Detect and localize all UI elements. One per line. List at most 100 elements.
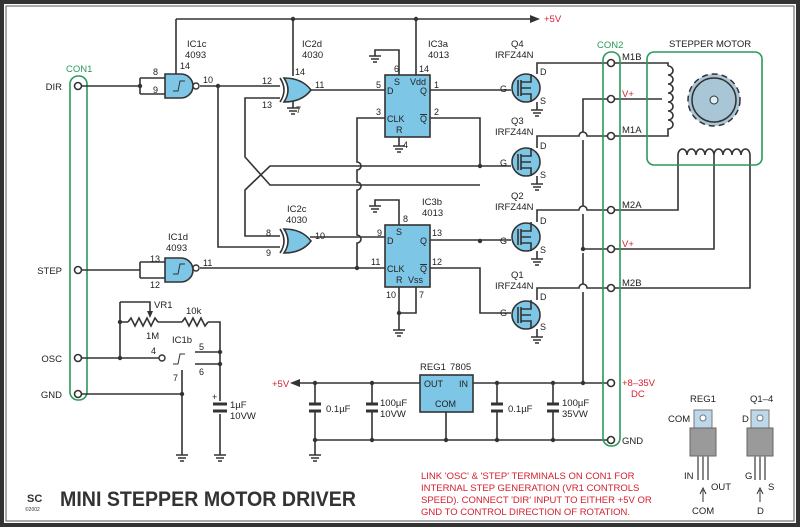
q4-part: IRFZ44N <box>495 50 534 61</box>
note-line: INTERNAL STEP GENERATION (VR1 CONTROLS <box>421 483 639 494</box>
pin-q: Q <box>420 236 427 246</box>
q2-part: IRFZ44N <box>495 202 534 213</box>
pin-label: COM <box>692 506 714 517</box>
package-label: REG1 <box>690 394 716 405</box>
reg-5v-label: +5V <box>272 379 290 390</box>
terminal-vplus-2[interactable] <box>606 244 616 254</box>
pin-label: 3 <box>376 107 381 117</box>
con2-label: CON2 <box>597 40 623 51</box>
terminal-m2a[interactable] <box>606 205 616 215</box>
ground-icon <box>531 258 543 266</box>
terminal-m1a[interactable] <box>606 131 616 141</box>
cap-value: 0.1µF <box>508 404 533 415</box>
ic1c-gate: IC1c 4093 8 9 14 10 <box>153 39 213 99</box>
pin-label: 11 <box>203 258 212 268</box>
pin-label: 6 <box>394 64 399 74</box>
pin-r: R <box>396 275 403 285</box>
pin-label: 10 <box>203 75 213 85</box>
regulator-reg1: REG1 7805 OUT IN COM +5V <box>272 362 474 413</box>
schmitt-icon <box>173 353 185 365</box>
m2b-label: M2B <box>622 278 642 289</box>
reg-name: REG1 <box>420 362 446 373</box>
logo-year: ©2002 <box>25 506 40 513</box>
pin-label: 14 <box>180 61 190 71</box>
wires <box>82 19 751 455</box>
gate-label: G <box>500 308 507 318</box>
pin-label: 12 <box>432 257 442 267</box>
ic2d-part: 4030 <box>302 50 323 61</box>
ground-icon <box>531 183 543 191</box>
terminal-gnd[interactable] <box>73 389 83 399</box>
terminal-dir[interactable] <box>73 81 83 91</box>
m2a-label: M2A <box>622 200 642 211</box>
ic1d-gate: IC1d 4093 13 12 11 <box>150 232 212 290</box>
pin-label: 11 <box>315 80 324 90</box>
usage-note: LINK 'OSC' & 'STEP' TERMINALS ON CON1 FO… <box>421 471 652 518</box>
source-label: S <box>540 245 546 255</box>
pin-label: 14 <box>295 67 305 77</box>
q1-name: Q1 <box>511 270 524 281</box>
logo-text: SC <box>27 493 42 505</box>
terminal-step[interactable] <box>73 265 83 275</box>
ground-icon <box>393 329 405 337</box>
terminal-gnd-2[interactable] <box>606 435 616 445</box>
pin-label: 4 <box>151 346 156 356</box>
drain-label: D <box>540 292 547 302</box>
reg1-package: REG1 COM IN OUT COM <box>668 394 731 517</box>
pin-label: 9 <box>153 85 158 95</box>
pin-label: 12 <box>150 280 160 290</box>
ic1c-part: 4093 <box>185 50 206 61</box>
ic3b-name: IC3b <box>422 197 442 208</box>
pin-label: S <box>768 482 774 493</box>
pin-label: G <box>745 471 752 482</box>
pin-label: 1 <box>434 80 439 90</box>
top-5v-label: +5V <box>544 14 562 25</box>
resistor-label: 10k <box>186 306 202 317</box>
reg-out: OUT <box>424 379 444 389</box>
vplus-label: V+ <box>622 89 634 100</box>
pin-label: 6 <box>199 367 204 377</box>
terminal-m1b[interactable] <box>606 58 616 68</box>
ground-icon <box>369 55 381 63</box>
pin-label: 7 <box>173 373 178 383</box>
reg-com: COM <box>435 399 456 409</box>
m1b-label: M1B <box>622 52 642 63</box>
pin-s: S <box>396 227 402 237</box>
supply-input-label: +8–35V <box>622 378 656 389</box>
ic3b-part: 4013 <box>422 208 443 219</box>
pin-q: Q <box>420 86 427 96</box>
pin-label: 8 <box>403 214 408 224</box>
ground-icon <box>393 145 405 153</box>
con1-connector: CON1 DIR STEP OSC GND <box>37 64 92 401</box>
pin-label: 2 <box>434 107 439 117</box>
pin-label: COM <box>668 414 690 425</box>
pin-label: D <box>757 506 764 517</box>
terminal-m2b[interactable] <box>606 283 616 293</box>
mosfet-q2: Q2 IRFZ44N G D S <box>495 191 547 255</box>
terminal-osc[interactable] <box>73 353 83 363</box>
ic3b-flipflop: IC3b 4013 8 9 11 13 12 10 7 S D Q CLK Q … <box>371 197 443 300</box>
coil-1 <box>667 65 674 133</box>
schmitt-icon <box>173 263 185 275</box>
q3-name: Q3 <box>511 116 524 127</box>
reg-in: IN <box>459 379 468 389</box>
svg-text:+: + <box>212 392 217 402</box>
mosfet-q4: Q4 IRFZ44N G D S <box>495 39 547 106</box>
gate-label: G <box>500 84 507 94</box>
ground-icon <box>369 205 381 213</box>
terminal-supply-in[interactable] <box>606 378 616 388</box>
drain-label: D <box>540 141 547 151</box>
mosfet-q1: Q1 IRFZ44N G D S <box>495 270 547 332</box>
pin-label: 5 <box>199 342 204 352</box>
filter-capacitors: 0.1µF 100µF 10VW 0.1µF 100µF 35VW <box>309 398 589 420</box>
pin-vdd: Vdd <box>410 77 426 87</box>
timing-capacitor: + 1µF 10VW <box>212 392 256 422</box>
con1-label: CON1 <box>66 64 92 75</box>
terminal-vplus-1[interactable] <box>606 94 616 104</box>
ic1d-part: 4093 <box>166 243 187 254</box>
ground-icon <box>176 454 188 462</box>
pin-label: 4 <box>403 140 408 150</box>
reg-part: 7805 <box>450 362 471 373</box>
source-label: S <box>540 170 546 180</box>
